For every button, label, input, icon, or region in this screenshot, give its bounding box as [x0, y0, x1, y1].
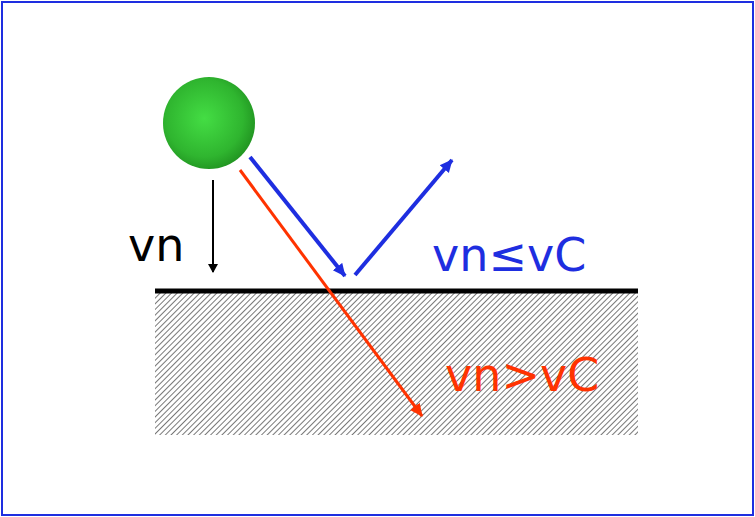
normal-velocity-arrow: [212, 180, 214, 272]
wall-surface: [155, 289, 638, 294]
penetrating-arrow: [240, 170, 422, 416]
velocity-label: vn: [128, 222, 184, 268]
incoming-arrow: [250, 157, 345, 276]
penetration-condition: vn>vC: [445, 352, 599, 398]
particle-sphere: [163, 77, 255, 169]
reflection-condition: vn≤vC: [432, 232, 586, 278]
wall-hatching: [155, 292, 638, 435]
